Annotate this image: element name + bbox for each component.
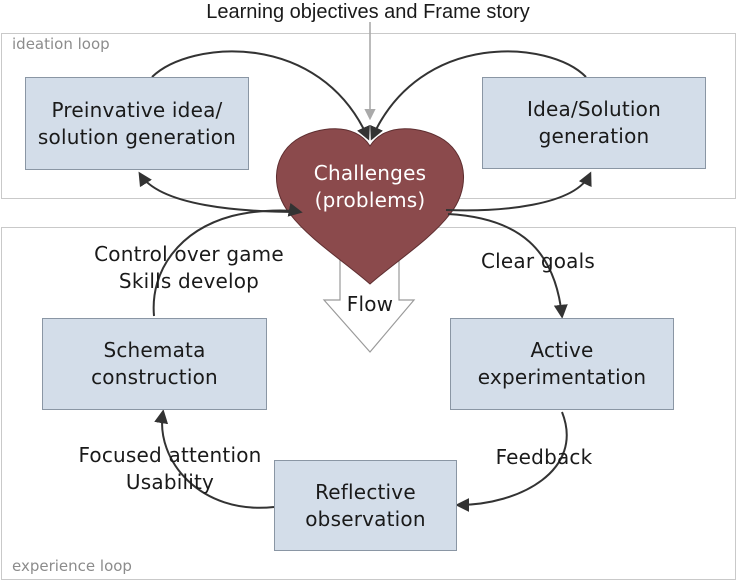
connector-challenges-to-idea <box>445 171 592 212</box>
diagram-title: Learning objectives and Frame story <box>206 1 530 23</box>
connector-challenges-to-active <box>447 213 568 319</box>
connector-challenges-to-preinvative <box>138 171 301 213</box>
connector-idea-to-challenges <box>370 50 587 141</box>
connector-preinvative-to-challenges <box>151 50 370 141</box>
experience-loop-label: experience loop <box>12 557 132 575</box>
challenges-label: Challenges (problems) <box>313 161 427 212</box>
flow-label: Flow <box>346 292 394 316</box>
ideation-loop-label: ideation loop <box>12 35 110 53</box>
schemata-node: Schemata construction <box>42 318 267 410</box>
clear-goals-label: Clear goals <box>480 249 596 273</box>
connector-schemata-to-challenges <box>152 202 303 317</box>
connector-active-to-reflective <box>455 411 568 512</box>
challenges-heart <box>276 128 464 285</box>
active-node: Active experimentation <box>450 318 674 410</box>
feedback-label: Feedback <box>495 445 593 469</box>
focused-attention-label: Focused attention Usability <box>78 443 262 494</box>
reflective-node: Reflective observation <box>274 460 457 551</box>
preinvative-node: Preinvative idea/ solution generation <box>25 77 249 170</box>
control-label: Control over game Skills develop <box>94 242 284 293</box>
idea-solution-node: Idea/Solution generation <box>482 77 706 169</box>
connector-reflective-to-schemata <box>154 409 275 509</box>
